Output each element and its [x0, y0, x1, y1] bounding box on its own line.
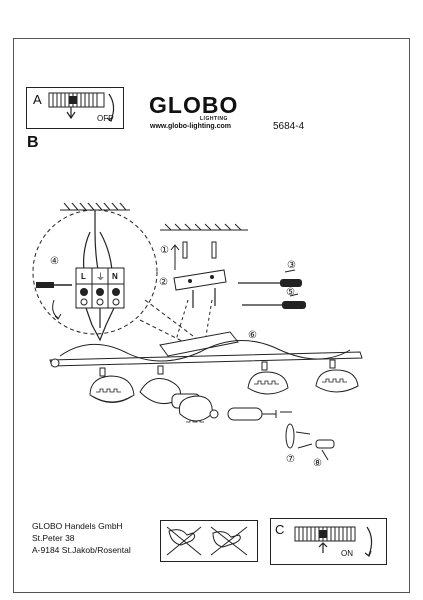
- terminal-label-neutral: N: [112, 272, 118, 281]
- company-address: GLOBO Handels GmbH St.Peter 38 A-9184 St…: [32, 520, 131, 556]
- step-1-number: ①: [160, 245, 169, 256]
- section-b-label: B: [27, 134, 39, 151]
- company-city: A-9184 St.Jakob/Rosental: [32, 545, 131, 555]
- step-5-number: ⑤: [286, 287, 295, 298]
- step-2-number: ②: [159, 277, 168, 288]
- company-name: GLOBO Handels GmbH: [32, 521, 123, 531]
- panel-c-switch-on: C ON: [270, 518, 387, 565]
- no-touch-hands-icon: [166, 526, 248, 556]
- step-7-number: ⑦: [286, 454, 295, 465]
- company-street: St.Peter 38: [32, 533, 75, 543]
- website-url: www.globo-lighting.com: [150, 123, 232, 130]
- warning-panel: [160, 520, 258, 562]
- panel-c-letter: C: [275, 522, 285, 537]
- step-8-number: ⑧: [313, 458, 322, 469]
- terminal-label-live: L: [81, 272, 86, 281]
- panel-c-on-label: ON: [341, 549, 353, 558]
- step-3-number: ③: [287, 260, 296, 271]
- step-4-number: ④: [50, 256, 59, 267]
- terminal-label-earth: ⏚: [96, 272, 106, 282]
- panel-a-switch-off: A OFF: [26, 87, 124, 129]
- step-6-number: ⑥: [248, 330, 257, 341]
- brand-logo: GLOBO: [149, 92, 239, 118]
- panel-a-off-label: OFF: [97, 114, 113, 123]
- breaker-off-icon: [48, 92, 115, 122]
- page-border: [13, 38, 410, 593]
- model-number: 5684-4: [273, 121, 305, 132]
- brand-subtitle: LIGHTING: [200, 116, 228, 122]
- panel-a-letter: A: [33, 92, 42, 107]
- breaker-on-icon: [294, 526, 373, 557]
